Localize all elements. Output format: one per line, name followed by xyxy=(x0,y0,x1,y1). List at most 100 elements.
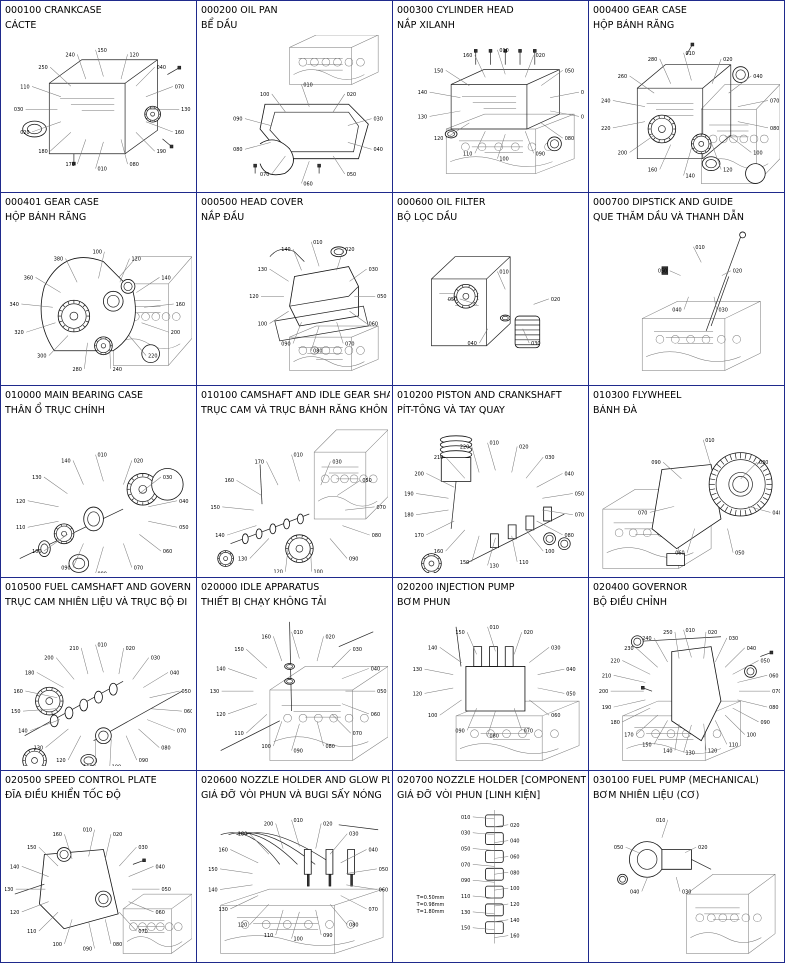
callout-label: 010 xyxy=(294,817,303,823)
callout-label: 160 xyxy=(510,933,519,939)
callout-label: 140 xyxy=(281,247,290,253)
callout-label: 060 xyxy=(303,181,312,187)
callout-label: 140 xyxy=(216,667,225,673)
callout-label: 060 xyxy=(379,887,388,893)
callout-label: 220 xyxy=(460,444,469,450)
callout-label: 090 xyxy=(349,556,358,562)
catalog-item-vi-title: THÂN Ổ TRỤC CHÍNH xyxy=(5,404,105,416)
callout-label: 100 xyxy=(510,886,519,892)
catalog-item-vi-title: ĐĨA ĐIỀU KHIỂN TỐC ĐỘ xyxy=(5,789,121,801)
catalog-item-code-title: 000600 OIL FILTER xyxy=(397,197,486,209)
callout-label: 090 xyxy=(139,758,148,764)
parts-diagram-svg: 010030040050060070090 xyxy=(593,438,780,573)
callout-label: 010 xyxy=(313,240,322,246)
callout-label: 160 xyxy=(175,130,184,136)
callout-label: 100 xyxy=(753,150,762,156)
callout-label: 200 xyxy=(618,150,627,156)
callout-label: 150 xyxy=(27,845,36,851)
catalog-item-code-title: 020700 NOZZLE HOLDER [COMPONENT xyxy=(397,774,586,786)
callout-label: 240 xyxy=(66,52,75,58)
catalog-item-vi-title: BÁNH ĐÀ xyxy=(593,404,637,416)
catalog-item[interactable]: 010300 FLYWHEEL BÁNH ĐÀ 010030040050060070… xyxy=(589,385,785,579)
callout-label: 080 xyxy=(349,922,358,928)
callout-label: 140 xyxy=(161,276,170,282)
callout-label: 160 xyxy=(14,689,23,695)
callout-label: 050 xyxy=(379,866,388,872)
callout-label: 160 xyxy=(648,167,657,173)
callout-label: 100 xyxy=(93,250,102,256)
callout-label: 070 xyxy=(138,929,147,935)
catalog-item-code-title: 010300 FLYWHEEL xyxy=(593,389,682,401)
callout-label: 150 xyxy=(642,742,651,748)
callout-label: 140 xyxy=(418,90,427,96)
callout-label: 050 xyxy=(179,525,188,531)
callout-label: 060 xyxy=(155,909,164,915)
callout-label: 010 xyxy=(499,270,508,276)
callout-label: 100 xyxy=(258,322,267,328)
callout-label: 060 xyxy=(369,322,378,328)
callout-label: 040 xyxy=(747,646,756,652)
callout-label: 090 xyxy=(83,946,92,952)
callout-label: 080 xyxy=(372,533,381,539)
callout-label: 010 xyxy=(686,51,695,57)
catalog-item-code-title: 000300 CYLINDER HEAD xyxy=(397,5,514,16)
callout-label: 160 xyxy=(219,847,228,853)
parts-diagram-svg: 0100200300400500600700800901001101201301… xyxy=(16,452,188,574)
callout-label: 190 xyxy=(157,149,166,155)
catalog-item[interactable]: 030100 FUEL PUMP (MECHANICAL)BƠM NHIÊN L… xyxy=(589,770,785,963)
catalog-item-vi-title: BỂ DẦU xyxy=(201,20,238,31)
callout-label: 030 xyxy=(545,455,554,461)
callout-label: 040 xyxy=(468,342,477,348)
callout-label: 040 xyxy=(630,889,639,895)
callout-label: 040 xyxy=(753,74,762,80)
callout-label: 020 xyxy=(551,297,560,303)
callout-label: 120 xyxy=(273,569,282,573)
callout-label: 080 xyxy=(113,942,122,948)
callout-label: 090 xyxy=(536,151,545,157)
callout-label: 090 xyxy=(294,749,303,755)
callout-label: 110 xyxy=(461,894,470,900)
callout-label: 140 xyxy=(663,749,672,755)
callout-label: 090 xyxy=(233,117,242,123)
callout-label: 220 xyxy=(611,659,620,665)
callout-label: 080 xyxy=(770,126,779,132)
callout-label: 020 xyxy=(698,845,707,851)
callout-label: 160 xyxy=(434,549,443,555)
callout-label: 070 xyxy=(134,565,143,571)
callout-label: 150 xyxy=(455,630,464,636)
callout-label: 070 xyxy=(638,510,647,516)
callout-label: 030 xyxy=(349,831,358,837)
callout-label: 170 xyxy=(255,459,264,465)
callout-label: 070 xyxy=(353,731,362,737)
callout-label: 100 xyxy=(262,744,271,750)
callout-label: 120 xyxy=(708,749,717,755)
